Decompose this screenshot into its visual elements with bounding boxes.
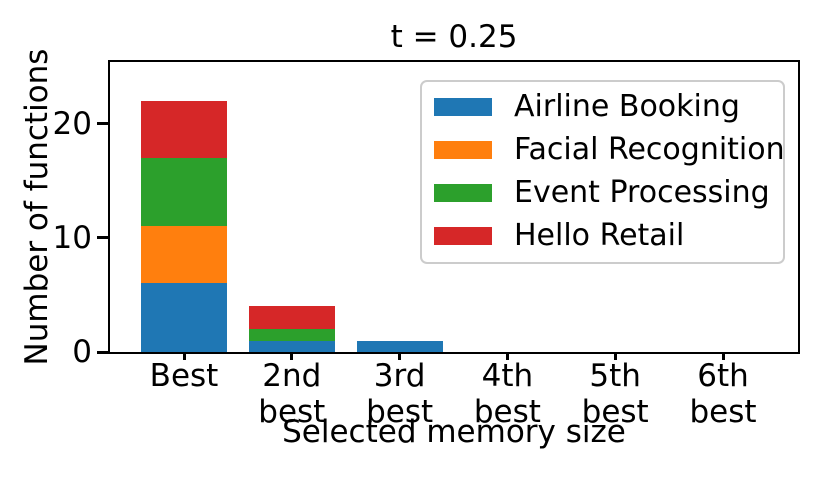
bar-segment-airline-booking-3rd-best [356,340,443,352]
x-tick-label-5th-best: 5th best [581,358,649,430]
y-tick-label-20: 20 [52,105,92,142]
legend-swatch-airline-booking [434,97,492,116]
legend-item-hello-retail: Hello Retail [434,214,783,257]
x-tick-mark-3rd-best [398,352,402,360]
x-tick-mark-6th-best [721,352,725,360]
x-tick-mark-best [182,352,186,360]
y-tick-label-0: 0 [72,334,92,370]
bar-segment-hello-retail-best [141,100,227,158]
bar-segment-airline-booking-2nd-best [248,340,335,352]
x-axis-label: Selected memory size [282,414,626,450]
legend-label-facial-recognition: Facial Recognition [514,131,785,167]
x-tick-label-best: Best [149,358,219,394]
legend-swatch-event-processing [434,183,492,202]
x-tick-label-4th-best: 4th best [473,358,541,430]
y-tick-label-10: 10 [52,219,92,256]
x-tick-label-6th-best: 6th best [689,358,757,430]
plot-area-border [108,60,800,354]
chart-title: t = 0.25 [390,19,518,55]
y-tick-mark-0 [97,350,108,354]
x-tick-mark-2nd-best [290,352,294,360]
x-tick-mark-5th-best [613,352,617,360]
legend-label-airline-booking: Airline Booking [514,88,740,124]
x-tick-label-3rd-best: 3rd best [366,358,434,430]
y-axis-label: Number of functions [19,48,55,366]
legend-item-airline-booking: Airline Booking [434,85,783,128]
bar-segment-hello-retail-2nd-best [248,306,335,330]
y-tick-mark-10 [97,236,108,240]
x-tick-mark-4th-best [505,352,509,360]
legend-label-event-processing: Event Processing [514,174,770,210]
legend-swatch-hello-retail [434,226,492,245]
bar-segment-facial-recognition-best [141,226,227,284]
legend-item-event-processing: Event Processing [434,171,783,214]
bar-segment-event-processing-best [141,157,227,227]
legend-item-facial-recognition: Facial Recognition [434,128,785,171]
y-tick-mark-20 [97,122,108,126]
legend-swatch-facial-recognition [434,140,492,159]
x-tick-label-2nd-best: 2nd best [258,358,326,430]
bar-segment-event-processing-2nd-best [248,329,335,341]
legend-label-hello-retail: Hello Retail [514,217,685,253]
bar-segment-airline-booking-best [141,283,227,352]
